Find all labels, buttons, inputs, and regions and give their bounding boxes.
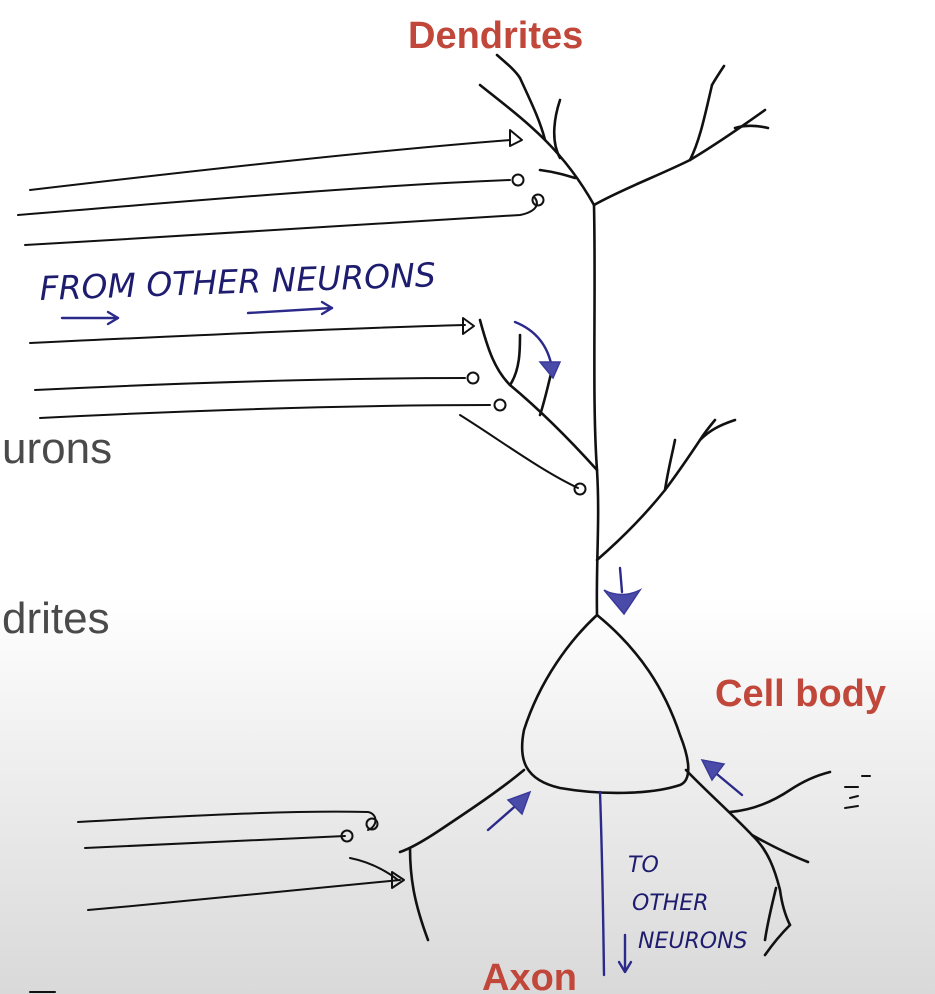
dash-marks (30, 776, 870, 992)
label-axon: Axon (482, 957, 577, 994)
label-dendrites: Dendrites (408, 15, 583, 57)
from-other-neurons-text: FROM OTHER NEURONS (39, 255, 436, 308)
from-other-neurons-note: FROM OTHER NEURONS (39, 255, 560, 378)
arrow-into-cell-body (604, 568, 640, 614)
to-other-neurons-note: TO OTHER NEURONS (628, 853, 748, 954)
to-other-text-3: NEURONS (638, 929, 748, 954)
cell-body-soma (522, 615, 688, 793)
to-other-text-1: TO (628, 853, 659, 878)
incoming-axons-bottom (78, 812, 404, 910)
axon (600, 792, 631, 975)
apical-dendrite (480, 55, 768, 615)
background-text-urons: urons (2, 424, 112, 473)
label-cell-body: Cell body (715, 673, 886, 715)
arrows-basal-to-body (488, 760, 742, 830)
background-text-drites: drites (2, 594, 110, 643)
basal-dendrites (400, 770, 830, 955)
to-other-text-2: OTHER (632, 891, 708, 916)
